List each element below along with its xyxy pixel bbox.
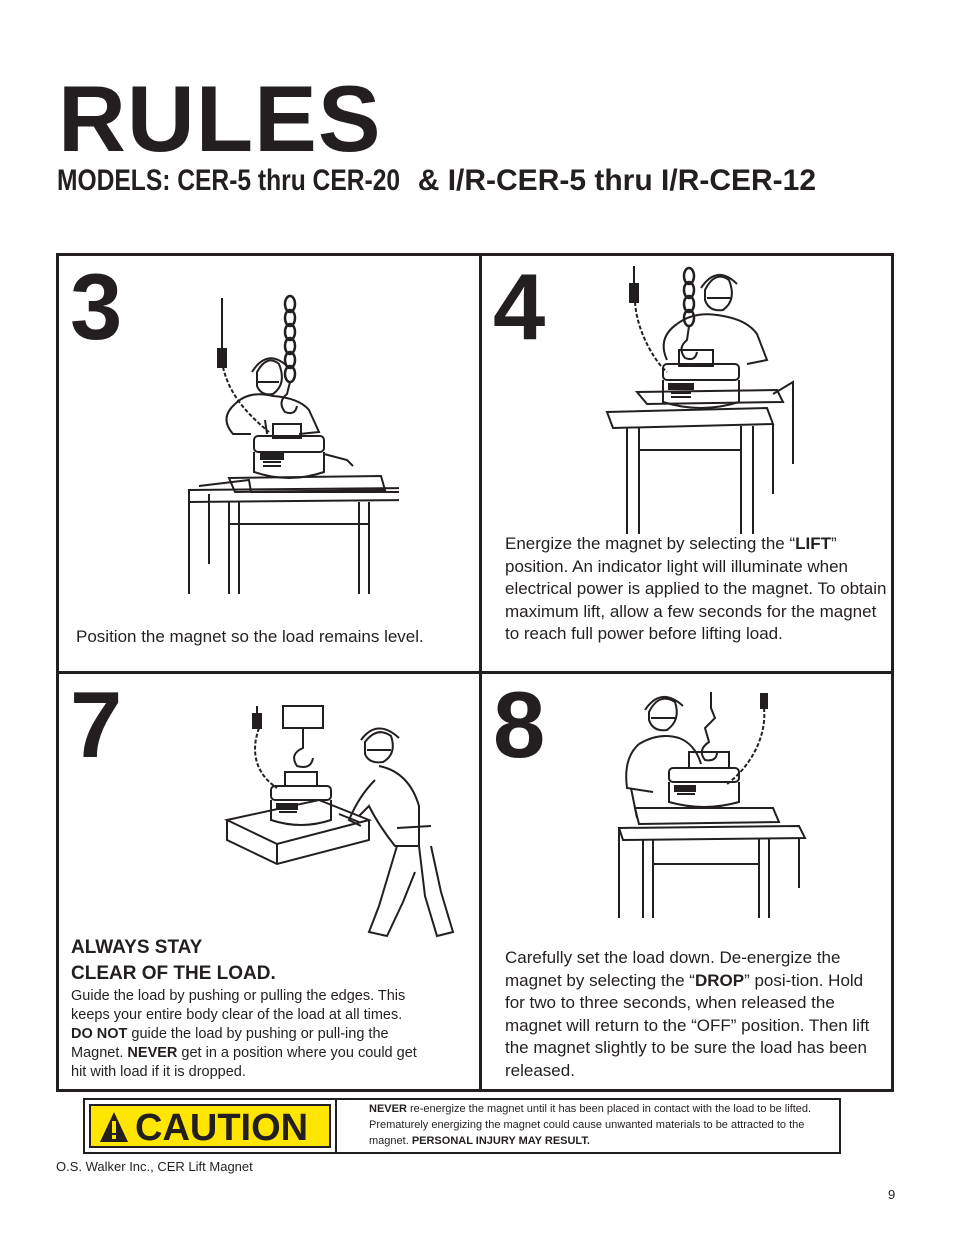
caution-text: NEVER re-energize the magnet until it ha… bbox=[369, 1101, 829, 1149]
caution-injury-warning: PERSONAL INJURY MAY RESULT. bbox=[411, 1135, 590, 1147]
step-number-3: 3 bbox=[70, 254, 123, 359]
step-7-heading-line-2: CLEAR OF THE LOAD. bbox=[71, 963, 276, 984]
caution-sign: CAUTION bbox=[89, 1104, 331, 1148]
subtitle-models: MODELS: CER-5 thru CER-20 bbox=[57, 164, 401, 197]
lift-keyword: LIFT bbox=[795, 534, 832, 553]
caution-label: CAUTION bbox=[135, 1107, 309, 1149]
page-number: 9 bbox=[888, 1187, 896, 1202]
step-4-text-post: ” position. An indicator light will illu… bbox=[505, 534, 887, 643]
caution-divider bbox=[335, 1100, 337, 1152]
subtitle-ir-models: & I/R-CER-5 thru I/R-CER-12 bbox=[409, 164, 817, 197]
page-title: RULES bbox=[58, 66, 382, 171]
step-7-heading-line-1: ALWAYS STAY bbox=[71, 937, 203, 958]
caution-body: re-energize the magnet until it has been… bbox=[369, 1103, 812, 1147]
caution-never-keyword: NEVER bbox=[369, 1103, 407, 1115]
warning-triangle-icon bbox=[100, 1112, 128, 1142]
step-number-4: 4 bbox=[493, 254, 546, 359]
step-7-text-a: Guide the load by pushing or pulling the… bbox=[71, 988, 406, 1023]
step-3-text: Position the magnet so the load remains … bbox=[76, 627, 424, 646]
step-7-text-e: get in a position where you could get hi… bbox=[71, 1045, 417, 1080]
do-not-keyword: DO NOT bbox=[71, 1026, 128, 1042]
rules-grid: 3 bbox=[56, 253, 894, 1092]
drop-keyword: DROP bbox=[694, 970, 745, 990]
step-7-text: Guide the load by pushing or pulling the… bbox=[71, 987, 421, 1082]
step-number-8: 8 bbox=[493, 672, 546, 777]
step-8-text: Carefully set the load down. De-energize… bbox=[505, 947, 875, 1082]
step-8-text-post: ” posi-tion. Hold for two to three secon… bbox=[505, 970, 870, 1080]
step-4-text-pre: Energize the magnet by selecting the “ bbox=[505, 534, 796, 553]
never-keyword: NEVER bbox=[127, 1045, 178, 1061]
illustration-energize-magnet bbox=[605, 266, 794, 534]
step-4-text: Energize the magnet by selecting the “LI… bbox=[505, 533, 890, 646]
footer-company: O.S. Walker Inc., CER Lift Magnet bbox=[56, 1159, 253, 1174]
illustration-guide-load bbox=[223, 705, 455, 938]
caution-box: CAUTION NEVER re-energize the magnet unt… bbox=[83, 1098, 841, 1154]
grid-divider-horizontal bbox=[59, 671, 891, 674]
step-8-text-pre: Carefully set the load down. De-energize… bbox=[505, 948, 841, 990]
illustration-position-magnet bbox=[188, 294, 399, 594]
step-number-7: 7 bbox=[70, 672, 123, 777]
step-7-heading: ALWAYS STAY CLEAR OF THE LOAD. bbox=[71, 935, 276, 987]
page-subtitle: MODELS: CER-5 thru CER-20 & I/R-CER-5 th… bbox=[57, 166, 816, 196]
step-7-text-c: guide the load by pushing or pull-ing th… bbox=[71, 1026, 389, 1061]
illustration-set-load-down bbox=[617, 692, 807, 918]
